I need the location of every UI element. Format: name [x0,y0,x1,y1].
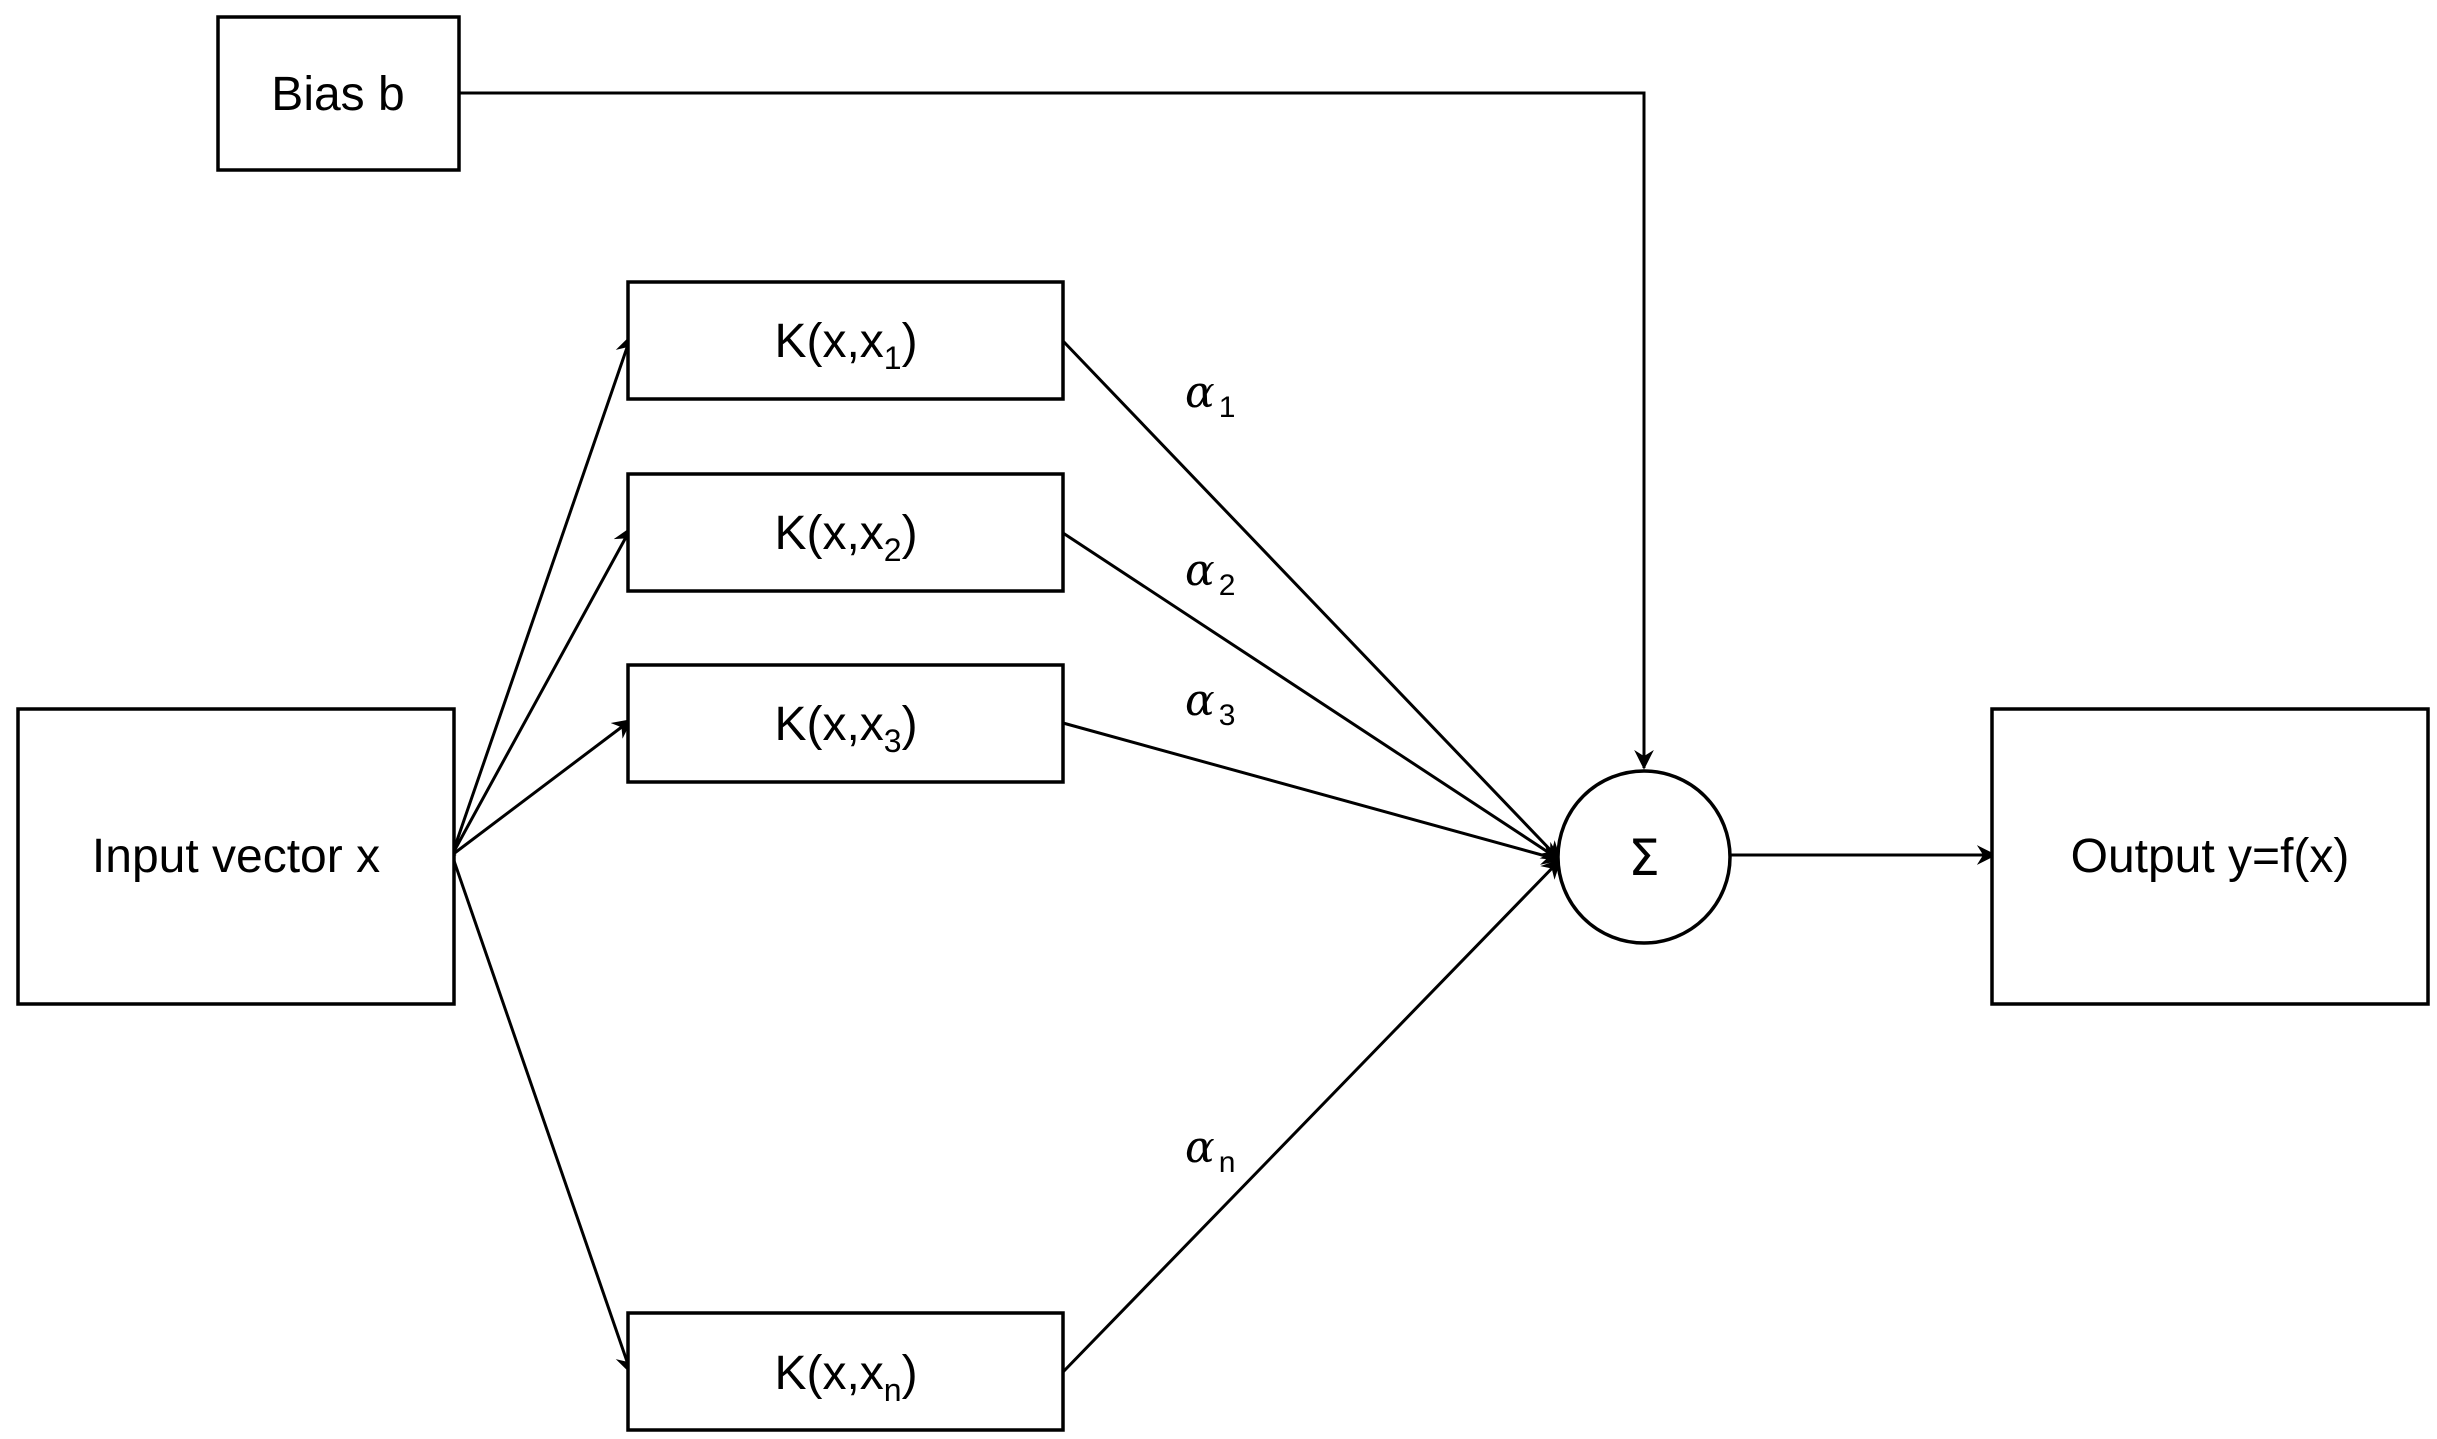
kernel-node-3: K(x,x3) [626,663,1065,784]
sum-node: Σ [1556,769,1732,945]
kernel-node-n: K(x,xn) [626,1311,1065,1432]
kernel-1-label: K(x,x1) [774,315,917,376]
input-label: Input vector x [92,830,380,883]
kernel-3-label: K(x,x3) [774,698,917,759]
edge-kernel-3-to-sum [1062,721,1560,860]
kernel-node-2: K(x,x2) [626,472,1065,593]
edge-input-to-kernel-1 [450,336,631,856]
input-node: Input vector x [16,707,456,1006]
edge-input-to-kernel-n [450,854,631,1373]
sigma-symbol: Σ [1628,829,1660,887]
edge-kernel-n-to-sum [1061,860,1560,1374]
kernel-2-label: K(x,x2) [774,507,917,568]
edge-input-to-kernel-3 [451,718,631,857]
kernel-node-1: K(x,x1) [626,280,1065,401]
output-label: Output y=f(x) [2071,830,2350,883]
edge-input-to-kernel-2 [450,528,633,856]
kernel-n-label: K(x,xn) [774,1347,917,1408]
bias-label: Bias b [271,68,404,121]
edge-bias-to-sum [459,91,1644,768]
bias-node: Bias b [216,15,461,172]
edge-kernel-2-to-sum [1062,531,1560,862]
edge-kernel-1-to-sum [1061,339,1560,860]
output-node: Output y=f(x) [1990,707,2430,1006]
